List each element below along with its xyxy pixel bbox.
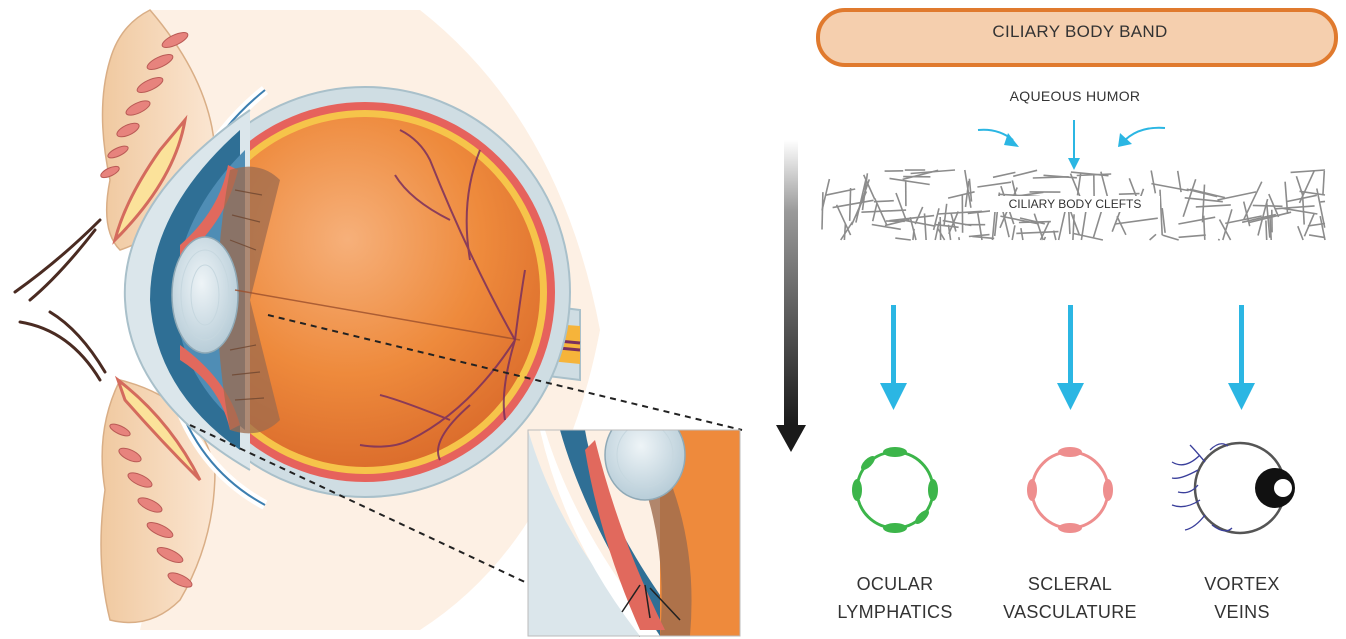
mesh-strand [1151,171,1155,194]
mesh-strand [1094,210,1102,238]
mesh-strand [1021,228,1023,240]
mesh-strand [1179,235,1206,237]
mesh-strand [1244,182,1262,220]
mesh-strand [857,179,870,216]
outflow-label-line2: LYMPHATICS [815,598,975,626]
mesh-strand [1253,205,1283,206]
inset-ciliary-detail [528,410,740,636]
mesh-strand [850,188,851,221]
mesh-strand [993,172,1015,177]
mesh-strand [1298,226,1303,240]
mesh-strand [889,216,934,221]
mesh-strand [1115,218,1158,224]
outflow-label-line2: VEINS [1162,598,1322,626]
mesh-strand [915,207,923,224]
mesh-strand [833,200,874,207]
overall-flow-arrow-head [776,425,806,452]
mesh-strand [1196,205,1231,207]
mesh-strand [890,178,930,184]
outflow-label-line1: OCULAR [815,570,975,598]
mesh-strand [1309,235,1325,238]
mesh-strand [1073,233,1103,240]
ciliary-body-clefts-label: CILIARY BODY CLEFTS [990,196,1160,212]
aqueous-humor-label: AQUEOUS HUMOR [950,88,1200,104]
mesh-strand [977,182,1011,187]
outflow-label-line1: VORTEX [1162,570,1322,598]
mesh-strand [895,238,911,240]
mesh-strand [822,192,823,229]
outflow-label-line2: VASCULATURE [990,598,1150,626]
mesh-strand [1160,190,1162,236]
mesh-strand [896,193,906,219]
mesh-strand [925,213,927,240]
mesh-strand [1151,184,1188,191]
mesh-strand [1323,171,1324,195]
lens [172,237,238,353]
mesh-strand [837,205,851,235]
mesh-strand [900,220,936,227]
vortex-veins-icon [1172,443,1295,533]
mesh-strand [1296,176,1302,195]
mesh-strand [943,221,972,226]
eyelashes [15,220,105,380]
mesh-strand [1013,170,1037,176]
mesh-strand [1178,217,1215,224]
mesh-strand [1291,170,1325,172]
outflow-arrows [880,305,1255,410]
mesh-strand [1016,232,1058,234]
mesh-strand [903,170,939,179]
mesh-strand [844,224,845,240]
outflow-label-line1: SCLERAL [990,570,1150,598]
outflow-scleral-vasculature: SCLERAL VASCULATURE [990,570,1150,626]
mesh-strand [1266,221,1267,241]
ocular-lymphatics-icon [852,447,938,533]
mesh-strand [874,201,894,202]
mesh-strand [1150,234,1156,240]
overall-flow-arrow-shaft [784,140,798,425]
outflow-vortex-veins: VORTEX VEINS [1162,570,1322,626]
mesh-strand [959,237,960,240]
mesh-strand [972,236,994,238]
mesh-strand [1163,235,1179,240]
outflow-ocular-lymphatics: OCULAR LYMPHATICS [815,570,975,626]
mesh-strand [1034,214,1043,240]
ciliary-body-band-title: CILIARY BODY BAND [830,22,1330,42]
mesh-strand [1119,194,1140,195]
mesh-strand [1044,237,1045,240]
mesh-strand [1320,201,1325,202]
mesh-strand [969,235,990,237]
mesh-strand [1033,177,1069,178]
scleral-vasculature-icon [1027,447,1113,533]
mesh-strand [1217,192,1256,200]
mesh-strand [1218,239,1220,240]
mesh-strand [1069,209,1070,234]
mesh-strand [1012,225,1015,240]
mesh-strand [1117,216,1126,235]
mesh-strand [861,210,906,212]
